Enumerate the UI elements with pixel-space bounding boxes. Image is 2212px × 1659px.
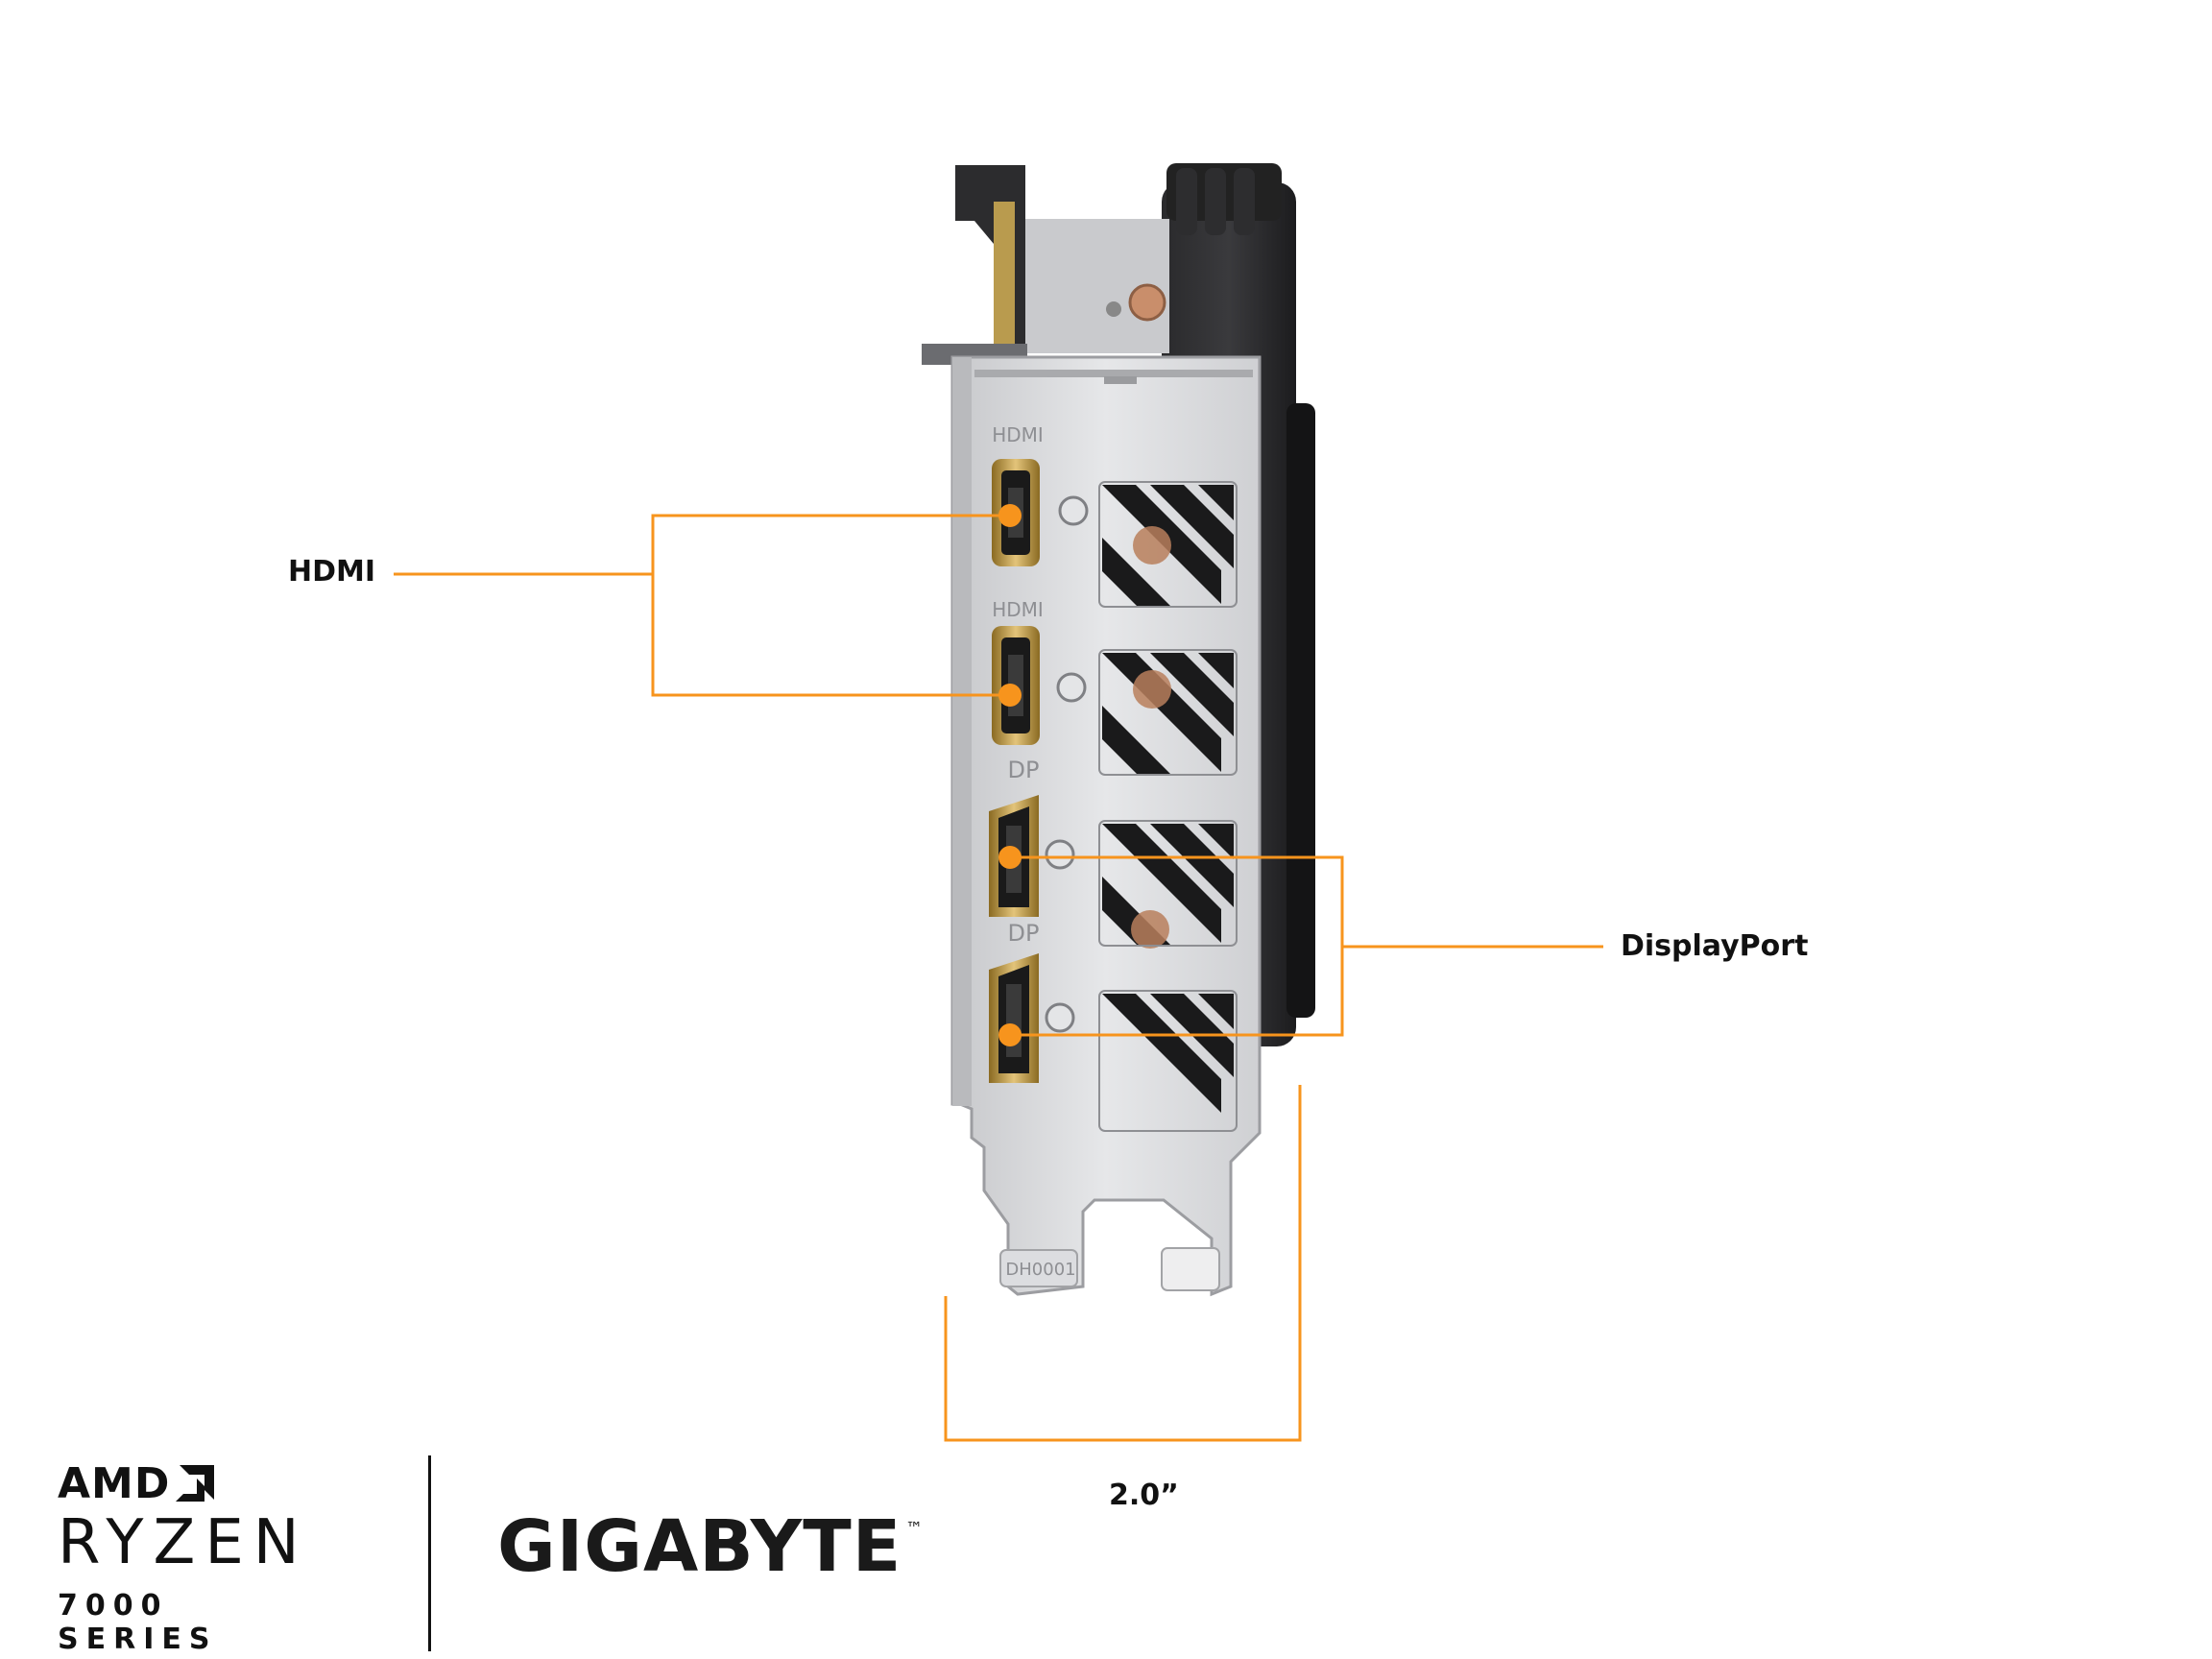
gigabyte-logo-text: GIGABYTE xyxy=(497,1505,902,1588)
hdmi-callout-label: HDMI xyxy=(288,555,376,589)
bracket-marking-dp-top: DP xyxy=(1008,757,1040,783)
displayport-2 xyxy=(989,953,1039,1083)
callout-dots xyxy=(998,504,1022,1046)
ryzen-logo-text: RYZEN xyxy=(58,1507,309,1578)
bracket-marking-dp-bottom: DP xyxy=(1008,920,1040,947)
callout-lines xyxy=(394,514,1603,1037)
amd-arrow-icon xyxy=(176,1464,215,1502)
bracket-screws xyxy=(1045,495,1089,1033)
displayport-callout-label: DisplayPort xyxy=(1621,929,1809,963)
bracket-marking-hdmi-top: HDMI xyxy=(992,423,1044,446)
trademark-symbol: ™ xyxy=(905,1519,925,1539)
dimension-label: 2.0” xyxy=(1109,1479,1179,1512)
vent-grille xyxy=(1098,481,1238,1132)
series-text: 7000 SERIES xyxy=(58,1589,218,1656)
brand-divider xyxy=(428,1455,431,1651)
amd-ryzen-badge: AMD RYZEN 7000 SERIES xyxy=(58,1459,326,1656)
bracket-part-code: DH0001 xyxy=(1005,1260,1075,1280)
bracket-marking-hdmi-bottom: HDMI xyxy=(992,598,1044,621)
amd-logo-text: AMD xyxy=(58,1459,171,1508)
dimension-line xyxy=(944,1085,1302,1442)
